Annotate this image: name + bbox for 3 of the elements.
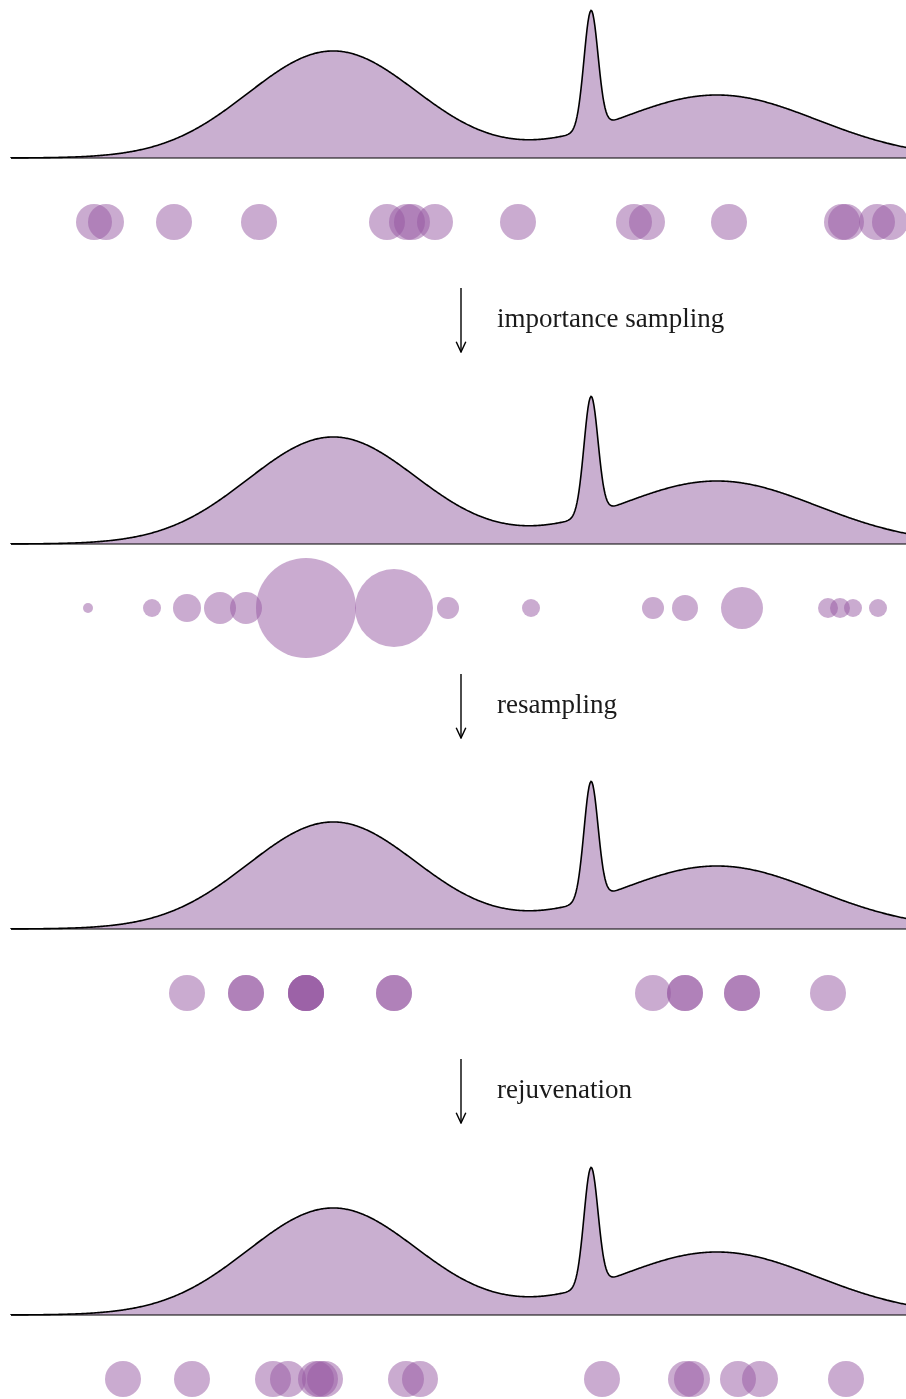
step-label: importance sampling [497,302,725,335]
step-label: rejuvenation [497,1073,632,1106]
step-label: resampling [497,688,617,721]
